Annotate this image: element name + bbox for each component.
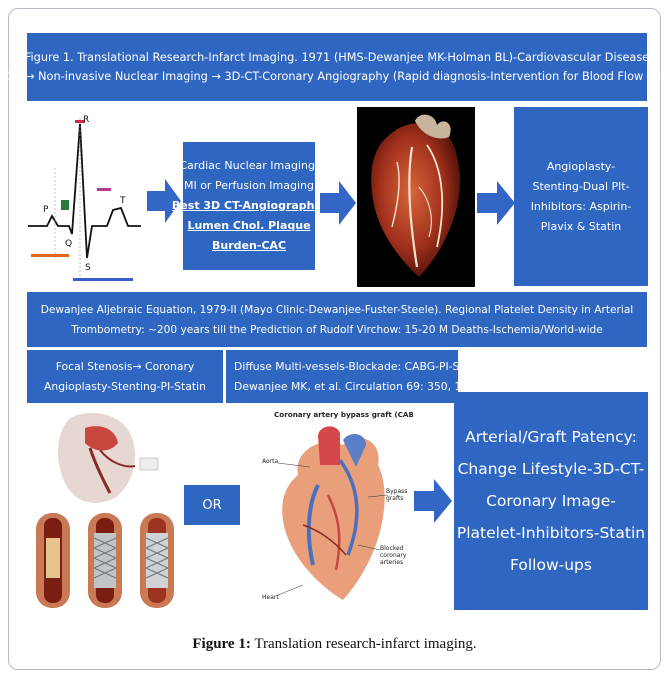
patency-line-4: Platelet-Inhibitors-Statin [457, 517, 645, 549]
title-line-2: I. ECG → Non-invasive Nuclear Imaging → … [0, 67, 669, 86]
therapy-line-2: Stenting-Dual Plt- [532, 177, 629, 197]
title-box: Figure 1. Translational Research-Infarct… [27, 33, 647, 101]
therapy-line-3: Inhibitors: Aspirin- [531, 197, 632, 217]
caption-text: Translation research-infarct imaging. [251, 636, 477, 652]
or-box: OR [184, 485, 240, 525]
stent-vessel-1 [36, 513, 70, 608]
cabg-blocked-1: Blocked [380, 545, 404, 552]
nuclear-imaging-box: Cardiac Nuclear Imaging: MI or Perfusion… [183, 142, 315, 270]
stent-vessel-3 [140, 513, 174, 608]
nuclear-line-2: MI or Perfusion Imaging [184, 176, 314, 196]
patency-line-2: Change Lifestyle-3D-CT- [458, 453, 645, 485]
cabg-title: Coronary artery bypass graft (CABG) [274, 410, 413, 419]
title-line-1: Figure 1. Translational Research-Infarct… [25, 48, 649, 67]
ecg-qt-interval [73, 278, 133, 281]
ct-heart-image [357, 107, 475, 287]
nuclear-line-1: Cardiac Nuclear Imaging: [179, 156, 318, 176]
stent-vessel-2 [88, 513, 122, 608]
ecg-label-t: T [119, 196, 126, 206]
patency-box: Arterial/Graft Patency: Change Lifestyle… [454, 392, 648, 610]
figure-caption: Figure 1: Translation research-infarct i… [0, 636, 669, 653]
patency-line-1: Arterial/Graft Patency: [465, 421, 637, 453]
focal-stenosis-box: Focal Stenosis→ Coronary Angioplasty-Ste… [27, 350, 223, 403]
diffuse-line-2: Dewanjee MK, et al. Circulation 69: 350,… [234, 377, 482, 397]
equation-line-1: Dewanjee Aljebraic Equation, 1979-II (Ma… [41, 300, 634, 320]
patency-line-3: Coronary Image- [486, 485, 616, 517]
arrow-ct-to-therapy [477, 180, 515, 226]
cabg-label-aorta: Aorta [262, 458, 278, 465]
therapy-line-4: Plavix & Statin [541, 217, 621, 237]
ecg-label-q: Q [65, 239, 72, 249]
nuclear-line-4: Lumen Chol. Plaque [187, 216, 310, 236]
arrow-nuclear-to-ct [320, 180, 356, 226]
cabg-label-heart: Heart [262, 594, 279, 601]
therapy-box: Angioplasty- Stenting-Dual Plt- Inhibito… [514, 107, 648, 286]
caption-label: Figure 1: [192, 636, 250, 652]
focal-line-1: Focal Stenosis→ Coronary [56, 357, 195, 377]
stent-illustration [30, 408, 180, 613]
cabg-blocked-3: arteries [380, 559, 403, 566]
diffuse-line-1: Diffuse Multi-vessels-Blockade: CABG-PI-… [234, 357, 484, 377]
ecg-qrs-bar [61, 200, 69, 210]
ecg-label-s: S [85, 263, 91, 273]
cabg-illustration: Coronary artery bypass graft (CABG) Aort… [248, 405, 413, 617]
cabg-bypass-2: grafts [386, 495, 403, 502]
ecg-trace: R P Q S T [25, 108, 143, 293]
equation-box: Dewanjee Aljebraic Equation, 1979-II (Ma… [27, 292, 647, 347]
therapy-line-1: Angioplasty- [547, 157, 615, 177]
cabg-blocked-2: coronary [380, 552, 407, 559]
equation-line-2: Trombometry: ~200 years till the Predict… [71, 320, 603, 340]
nuclear-line-5: Burden-CAC [212, 236, 286, 256]
focal-line-2: Angioplasty-Stenting-PI-Statin [44, 377, 206, 397]
or-label: OR [202, 498, 221, 513]
ecg-label-r: R [83, 115, 89, 125]
nuclear-line-3: Best 3D CT-Angiography: [172, 196, 326, 216]
ecg-label-p: P [43, 205, 49, 215]
cabg-bypass-1: Bypass [386, 488, 407, 495]
ecg-pr-interval [31, 254, 69, 257]
ecg-marker-st [97, 188, 111, 191]
diffuse-blockade-box: Diffuse Multi-vessels-Blockade: CABG-PI-… [226, 350, 458, 403]
arrow-to-patency [414, 478, 452, 524]
patency-line-5: Follow-ups [510, 549, 592, 581]
